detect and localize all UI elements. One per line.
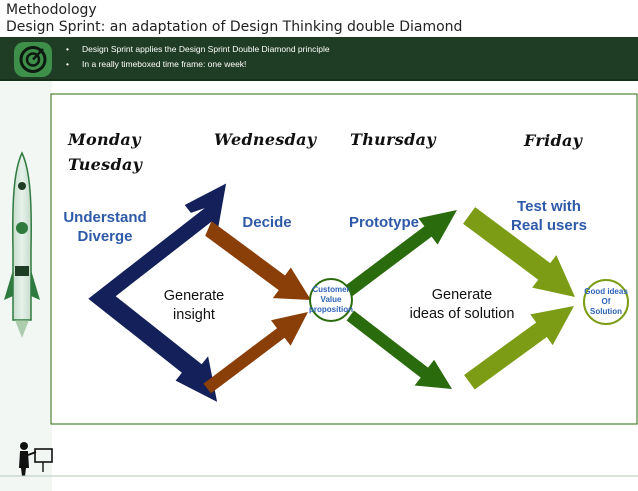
rocket-icon: [4, 151, 40, 338]
phase-prototype: Prototype: [348, 214, 419, 231]
header-banner: [0, 37, 638, 81]
day-friday: Friday: [524, 131, 583, 150]
day-tuesday: Tuesday: [68, 155, 143, 174]
target-icon: [14, 42, 52, 77]
olive-lower-arrow: [464, 306, 574, 390]
phase-test: Test with Real users: [511, 198, 587, 234]
green-upper-arrow: [344, 210, 457, 297]
day-monday: Monday: [68, 130, 141, 149]
olive-upper-arrow: [463, 207, 575, 297]
brown-lower-arrow: [203, 312, 308, 394]
phase-understand: Understand Diverge: [63, 209, 147, 245]
slide-title: Design Sprint: an adaptation of Design T…: [6, 19, 463, 35]
presenter-icon: [19, 442, 53, 476]
green-lower-arrow: [346, 310, 452, 389]
good-ideas-label: Good ideas Of Solution: [584, 287, 628, 316]
generate-insight-label: Generate insight: [163, 288, 225, 323]
bullet-item: •In a really timeboxed time frame: one w…: [66, 59, 247, 69]
generate-ideas-label: Generate ideas of solution: [409, 287, 515, 322]
day-thursday: Thursday: [350, 130, 436, 149]
bullet-item: •Design Sprint applies the Design Sprint…: [66, 44, 330, 54]
phase-decide: Decide: [242, 214, 292, 231]
good-ideas-node: [583, 279, 629, 325]
section-title: Methodology: [6, 2, 97, 18]
customer-value-label: Customer Value proposition: [309, 285, 353, 314]
day-wednesday: Wednesday: [214, 130, 317, 149]
customer-value-node: [309, 278, 353, 322]
brown-upper-arrow: [205, 221, 311, 300]
